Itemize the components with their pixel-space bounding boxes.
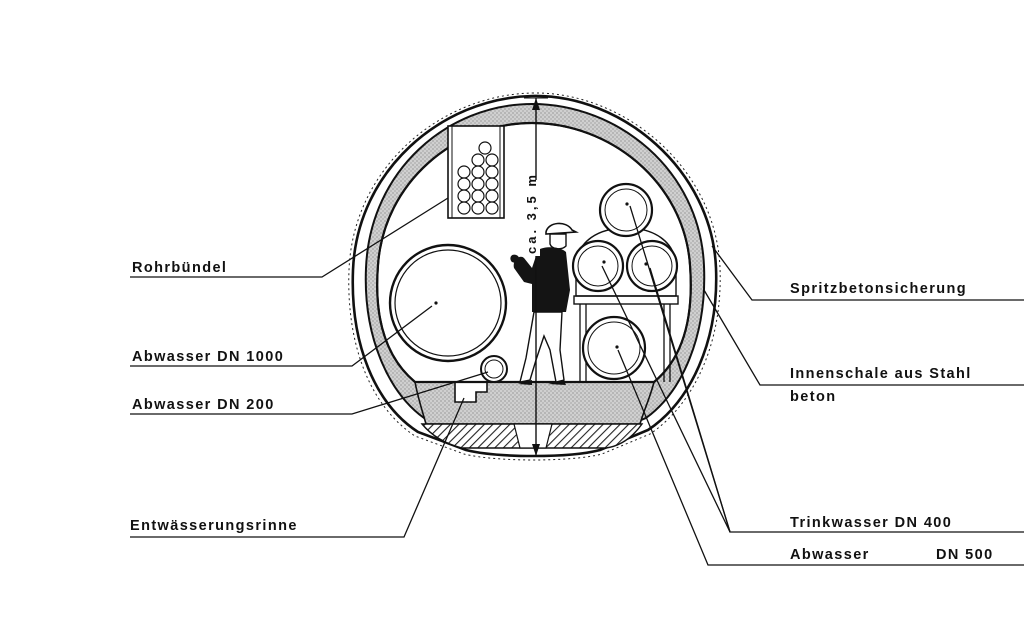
bundle-tube bbox=[457, 177, 471, 191]
bundle-tube bbox=[485, 201, 499, 215]
entwaesserungsrinne-channel bbox=[454, 382, 488, 403]
floor-slab bbox=[414, 381, 656, 449]
label-abwasser-dn500-size: DN 500 bbox=[936, 547, 994, 563]
bundle-tube bbox=[471, 189, 485, 203]
bundle-tube bbox=[485, 189, 499, 203]
label-spritzbetonsicherung: Spritzbetonsicherung bbox=[790, 281, 967, 297]
height-dimension-label: ca. 3,5 m bbox=[524, 172, 539, 254]
abwasser-dn200-pipe bbox=[480, 355, 508, 383]
bundle-tube bbox=[457, 201, 471, 215]
worker-figure bbox=[510, 222, 579, 385]
rohrbuendel-tubes bbox=[457, 141, 499, 215]
bundle-tube bbox=[485, 153, 499, 167]
bundle-tube bbox=[471, 177, 485, 191]
rohrbuendel-bundle bbox=[447, 125, 505, 219]
height-dimension bbox=[524, 97, 548, 457]
label-rohrbuendel: Rohrbündel bbox=[132, 260, 227, 276]
bundle-tube bbox=[471, 165, 485, 179]
label-innenschale-line2: beton bbox=[790, 389, 836, 405]
trinkwasser-dn400-pipes bbox=[571, 182, 679, 293]
bundle-tube bbox=[471, 201, 485, 215]
leader-lines bbox=[130, 197, 1024, 566]
label-entwaesserungsrinne: Entwässerungsrinne bbox=[130, 518, 298, 534]
bundle-tube bbox=[485, 165, 499, 179]
bundle-tube bbox=[471, 153, 485, 167]
bundle-tube bbox=[485, 177, 499, 191]
label-abwasser-dn200: Abwasser DN 200 bbox=[132, 397, 275, 413]
dimension-label-bg bbox=[522, 180, 540, 256]
tunnel-inner-outline bbox=[376, 121, 692, 384]
label-abwasser-dn500-word: Abwasser bbox=[790, 547, 870, 563]
label-abwasser-dn1000: Abwasser DN 1000 bbox=[132, 349, 284, 365]
label-innenschale-line1: Innenschale aus Stahl bbox=[790, 366, 972, 382]
label-trinkwasser-dn400: Trinkwasser DN 400 bbox=[790, 515, 952, 531]
abwasser-dn1000-pipe bbox=[388, 243, 508, 363]
bundle-tube bbox=[457, 165, 471, 179]
abwasser-dn500-pipe bbox=[581, 315, 647, 381]
bundle-tube bbox=[457, 189, 471, 203]
bundle-tube bbox=[478, 141, 492, 155]
